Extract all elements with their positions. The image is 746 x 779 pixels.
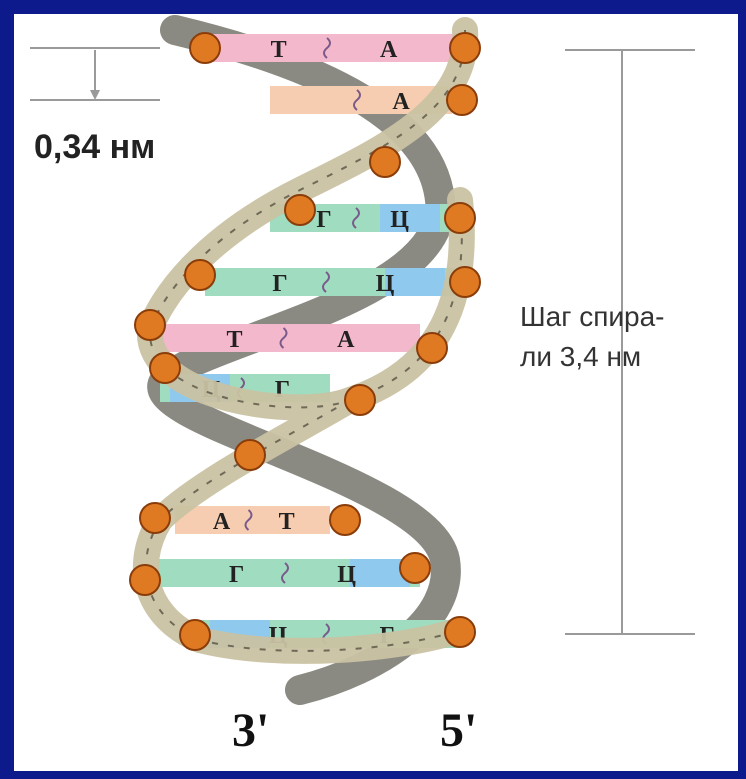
base-left-letter: Т — [271, 37, 287, 63]
base-pair-bar — [155, 324, 420, 352]
phosphate-bead — [450, 33, 480, 63]
phosphate-bead — [450, 267, 480, 297]
phosphate-bead — [447, 85, 477, 115]
phosphate-bead — [190, 33, 220, 63]
phosphate-bead — [180, 620, 210, 650]
phosphate-bead — [130, 565, 160, 595]
base-left-letter: Г — [229, 562, 244, 588]
phosphate-bead — [330, 505, 360, 535]
phosphate-bead — [445, 203, 475, 233]
base-pair-bar — [175, 506, 330, 534]
phosphate-bead — [135, 310, 165, 340]
base-left-letter: А — [213, 509, 231, 535]
rise-arrowhead — [90, 90, 100, 100]
phosphate-bead — [445, 617, 475, 647]
base-right-letter: Ц — [337, 562, 356, 588]
base-left-letter: Г — [316, 207, 331, 233]
base-right-letter: А — [380, 37, 398, 63]
pitch-label-line1: Шаг спира- — [520, 301, 665, 332]
phosphate-bead — [370, 147, 400, 177]
cytosine-block — [380, 204, 440, 232]
end-5-prime-label: 5' — [440, 704, 477, 757]
base-right-letter: Ц — [376, 271, 395, 297]
base-right-letter: Т — [279, 509, 295, 535]
phosphate-bead — [417, 333, 447, 363]
phosphate-bead — [150, 353, 180, 383]
pitch-label-line2: ли 3,4 нм — [520, 341, 641, 372]
base-right-letter: Ц — [390, 207, 409, 233]
end-3-prime-label: 3' — [232, 704, 269, 757]
base-pair-bar — [200, 34, 462, 62]
phosphate-bead — [400, 553, 430, 583]
phosphate-bead — [140, 503, 170, 533]
base-left-letter: Т — [226, 327, 242, 353]
phosphate-bead — [185, 260, 215, 290]
phosphate-bead — [345, 385, 375, 415]
base-right-letter: А — [392, 89, 410, 115]
rise-label: 0,34 нм — [34, 128, 155, 166]
base-left-letter: Г — [272, 271, 287, 297]
phosphate-bead — [285, 195, 315, 225]
phosphate-bead — [235, 440, 265, 470]
base-right-letter: А — [337, 327, 355, 353]
